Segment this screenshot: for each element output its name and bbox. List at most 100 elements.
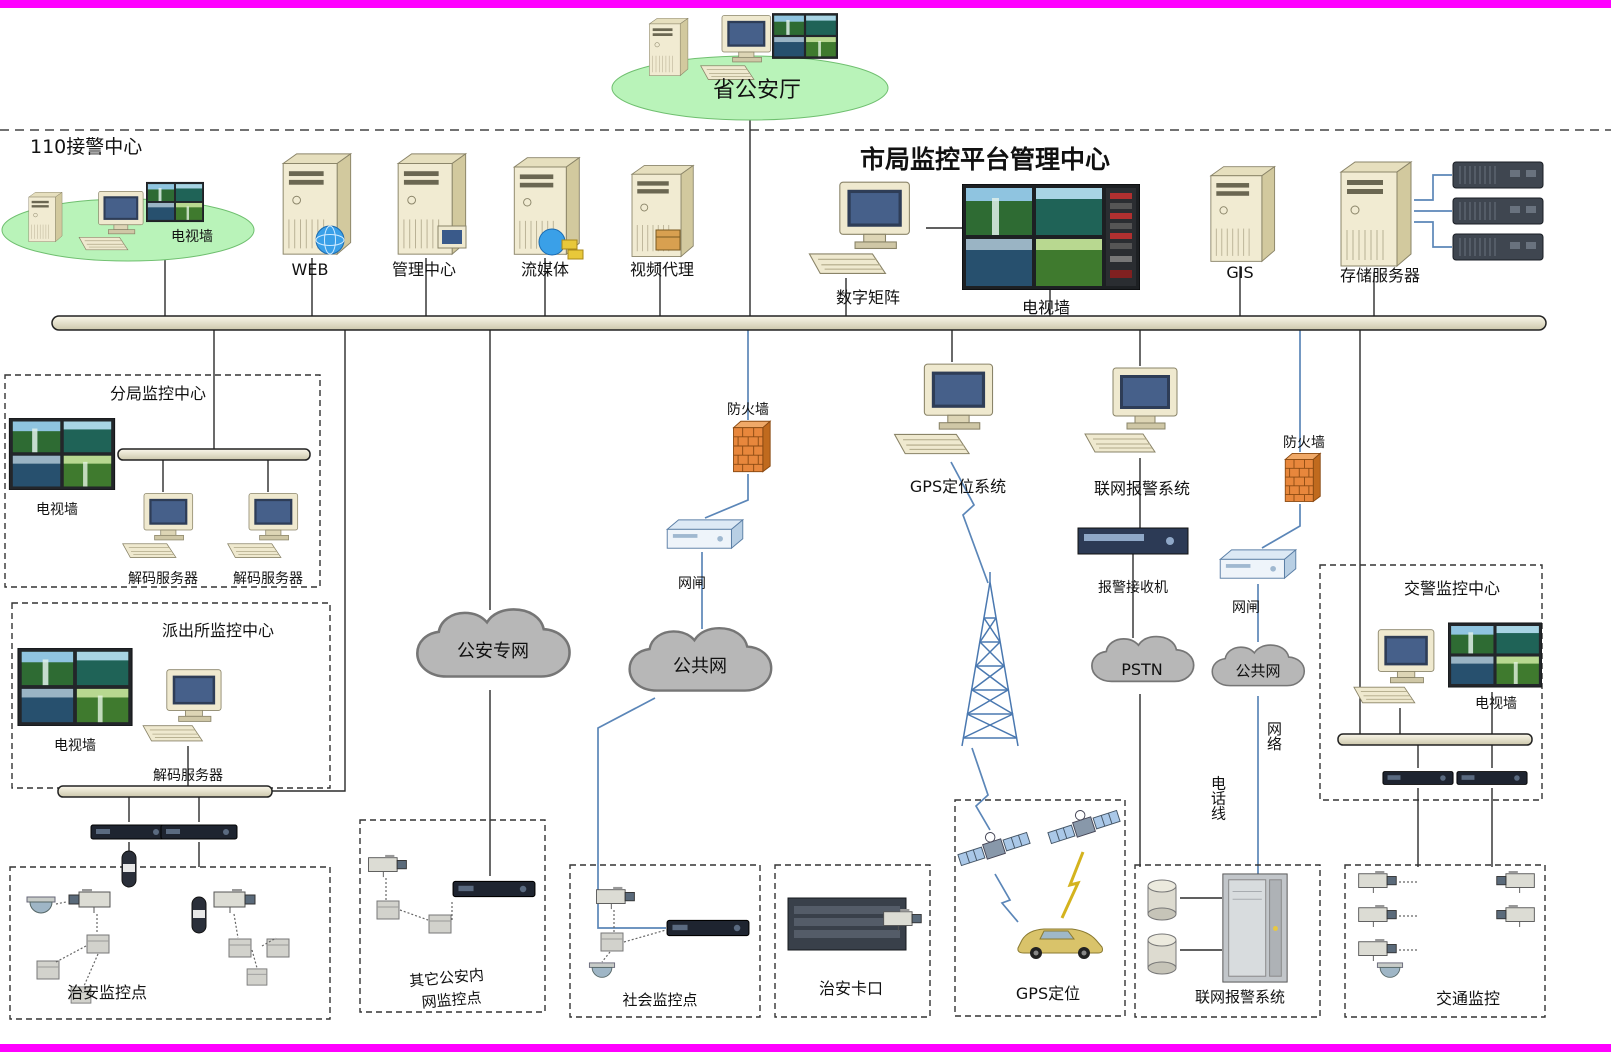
gps-box <box>954 799 1126 1017</box>
firewall-a-label: 防火墙 <box>727 402 769 418</box>
capsule-device <box>121 850 137 888</box>
media-icon <box>561 239 578 250</box>
box-camera-icon <box>1496 870 1535 894</box>
traffic-box <box>1344 864 1546 1018</box>
decoder-label: 解码服务器 <box>233 571 303 587</box>
siren-device <box>1147 933 1177 975</box>
tvwall-icon <box>146 181 204 223</box>
social-box <box>569 864 761 1018</box>
box-camera-icon <box>1358 870 1397 894</box>
server-web-label: WEB <box>292 260 329 279</box>
alarm110-center: 110接警中心 电视墙 <box>1 136 255 262</box>
station-tvwall-label: 电视墙 <box>54 738 96 754</box>
device-box <box>428 914 452 934</box>
radio-tower <box>961 572 1019 747</box>
decoder-computer <box>227 493 299 558</box>
server-stream-label: 流媒体 <box>521 260 569 279</box>
lightning-bolts <box>950 461 1085 923</box>
cloud-public-b-label: 公共网 <box>1235 662 1280 680</box>
station-bus <box>57 785 273 798</box>
dvr-device <box>452 880 536 898</box>
top-accent-bar <box>0 0 1611 8</box>
server-web: WEB <box>282 153 352 279</box>
blue-connectors <box>597 174 1452 929</box>
digital-matrix-computer <box>808 181 910 275</box>
car-icon <box>1017 928 1103 960</box>
gps-site-label: GPS定位 <box>1016 984 1080 1003</box>
alarm-box <box>1134 864 1321 1018</box>
capsule-device <box>191 896 207 934</box>
decoder-label: 解码服务器 <box>128 571 198 587</box>
computer-icon <box>1353 629 1435 704</box>
decoder-computer <box>122 493 194 558</box>
matrix-label: 数字矩阵 <box>836 288 900 307</box>
server-mgmt-label: 管理中心 <box>392 260 456 279</box>
globe-icon <box>315 225 345 255</box>
other-site-label-line2: 网监控点 <box>421 988 482 1011</box>
branch-tvwall-label: 电视墙 <box>36 502 78 518</box>
server-proxy-label: 视频代理 <box>630 260 694 279</box>
device-box <box>600 932 624 952</box>
dvr-device <box>160 824 238 840</box>
checkpoint-label: 治安卡口 <box>819 979 883 998</box>
gateway-device <box>666 519 744 549</box>
network-label: 网络 <box>1265 721 1283 751</box>
dvr-device <box>1456 771 1528 785</box>
phone-line-label: 电话线 <box>1209 776 1227 821</box>
box-camera-icon <box>1358 904 1397 928</box>
tvwall-icon <box>1448 622 1542 688</box>
site-checkpoint: 治安卡口 <box>774 864 931 1018</box>
traffic-site-label: 交通监控 <box>1436 989 1500 1008</box>
checkpoint-box <box>774 864 931 1018</box>
site-alarm: 联网报警系统 <box>1134 864 1321 1018</box>
alarm110-title: 110接警中心 <box>30 136 142 158</box>
proxy-box-icon <box>655 229 681 251</box>
dome-camera-icon <box>26 896 56 914</box>
cloud-police-label: 公安专网 <box>457 641 529 662</box>
storage-server <box>1340 161 1412 267</box>
cloud-pstn-label: PSTN <box>1121 660 1163 679</box>
tvwall-icon <box>772 13 838 59</box>
firewall-icon <box>1284 452 1321 502</box>
lightning-yellow-bolt <box>1060 851 1085 919</box>
bottom-accent-bar <box>0 1044 1611 1052</box>
alarm-receiver-label: 报警接收机 <box>1098 579 1168 596</box>
box-camera-icon <box>1358 938 1397 962</box>
right-link-chain: 防火墙 网闸 PSTN 公共网 网络 电话线 <box>1090 435 1325 821</box>
station-decoder-label: 解码服务器 <box>153 768 223 784</box>
main-network-bus <box>51 315 1547 331</box>
gis-label: GIS <box>1226 263 1253 282</box>
branch-box <box>4 374 321 588</box>
city-tvwall-label: 电视墙 <box>1022 298 1070 317</box>
platform-title: 市局监控平台管理中心 <box>860 145 1110 174</box>
box-camera-icon <box>596 886 635 910</box>
province-node: 省公安厅 <box>611 13 889 121</box>
traffic-bus <box>1337 733 1533 746</box>
server-proxy: 视频代理 <box>630 165 694 279</box>
lightning-satellite-to-car <box>994 873 1019 923</box>
gateway-a-label: 网闸 <box>678 576 706 592</box>
site-traffic: 交通监控 <box>1344 864 1546 1018</box>
traffic-center: 交警监控中心 电视墙 <box>1319 564 1543 801</box>
social-site-label: 社会监控点 <box>622 991 697 1009</box>
tvwall-icon <box>8 418 116 490</box>
site-other-intranet: 其它公安内 网监控点 <box>359 819 546 1013</box>
satellite-icon <box>1046 804 1122 846</box>
box-camera-icon <box>68 888 111 914</box>
storage-rack-unit <box>1452 161 1544 189</box>
left-link-chain: 防火墙 网闸 公安专网 公共网 <box>415 402 773 692</box>
gps-computer <box>894 363 994 455</box>
province-label: 省公安厅 <box>713 78 801 103</box>
gps-system: GPS定位系统 <box>894 363 1006 496</box>
alarm-system-label: 联网报警系统 <box>1094 479 1190 498</box>
traffic-center-title: 交警监控中心 <box>1404 579 1500 598</box>
alarm-system: 联网报警系统 报警接收机 <box>1077 367 1190 596</box>
city-platform: 市局监控平台管理中心 数字矩阵 电视墙 GIS 存储服务器 <box>808 145 1544 317</box>
security-box <box>9 866 331 1020</box>
box-camera-icon <box>368 854 407 878</box>
traffic-center-box <box>1319 564 1543 801</box>
branch-bus <box>117 448 311 461</box>
branch-title: 分局监控中心 <box>110 384 206 403</box>
alarm110-tvwall-label: 电视墙 <box>171 229 213 245</box>
